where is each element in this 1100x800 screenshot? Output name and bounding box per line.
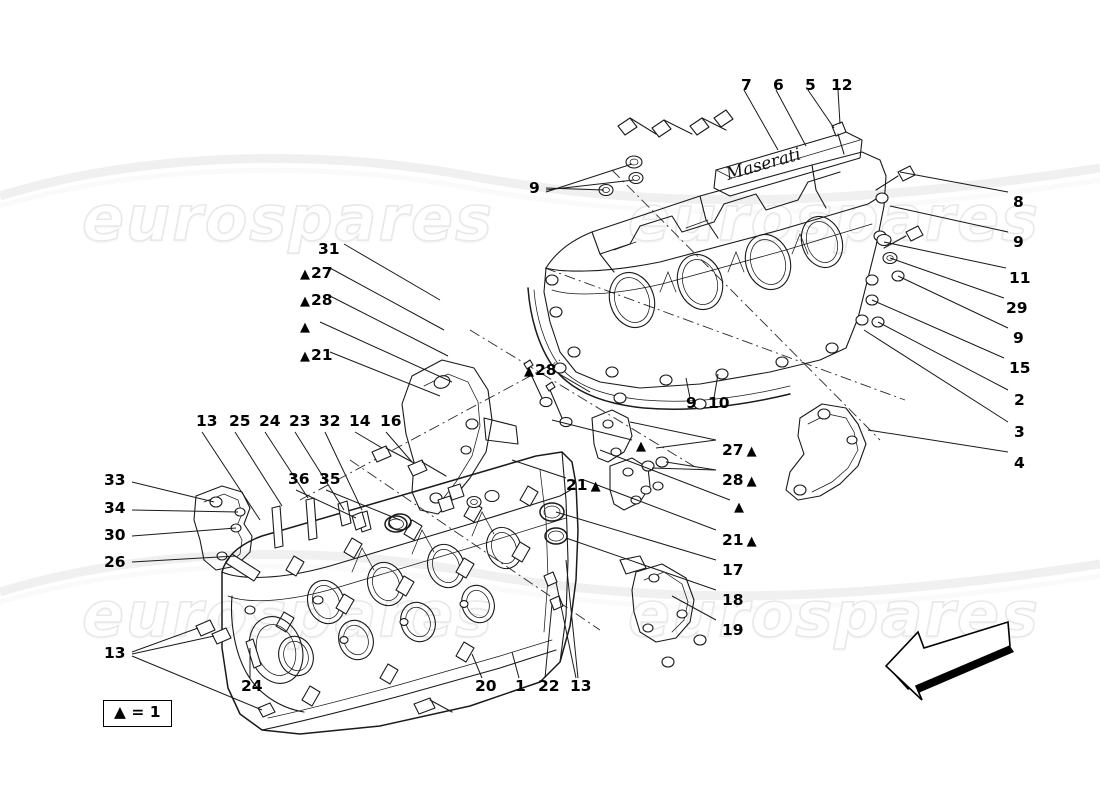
callout-9-c: 9 xyxy=(529,179,540,197)
callout-6: 6 xyxy=(773,76,784,94)
cover-bolt-bosses xyxy=(545,192,889,386)
callout-12: 12 xyxy=(831,76,853,94)
callout-29: 29 xyxy=(1006,299,1028,317)
callout-23: 23 xyxy=(289,412,311,430)
callout-24-a: 24 xyxy=(259,412,281,430)
callout-13-b: 13 xyxy=(104,644,126,662)
callout-9-b: 9 xyxy=(1013,329,1024,347)
camshaft-cover-assembly xyxy=(527,151,889,410)
callout-11: 11 xyxy=(1009,269,1031,287)
leader-lines xyxy=(131,89,1009,711)
callout-8: 8 xyxy=(1013,193,1024,211)
bolt xyxy=(875,165,924,282)
callout-1: 1 xyxy=(515,677,526,695)
callout-30: 30 xyxy=(104,526,126,544)
callout-36: 36 xyxy=(288,470,310,488)
valve-ports-lower xyxy=(278,584,495,677)
callout-20: 20 xyxy=(475,677,497,695)
callout-21-c: ▲21 xyxy=(300,346,333,364)
direction-arrow-group xyxy=(884,620,1014,701)
callout-33: 33 xyxy=(104,471,126,489)
callout-2: 2 xyxy=(1014,391,1025,409)
callout-28-c: ▲28 xyxy=(524,361,557,379)
camshaft-bearing-caps xyxy=(401,359,669,515)
legend-box: ▲ = 1 xyxy=(103,700,172,727)
callout-34: 34 xyxy=(104,499,126,517)
callout-7: 7 xyxy=(741,76,752,94)
callout-18: 18 xyxy=(722,591,744,609)
callout-16: 16 xyxy=(380,412,402,430)
callout-14: 14 xyxy=(349,412,371,430)
cylinder-head-body xyxy=(221,451,579,735)
callout-22: 22 xyxy=(538,677,560,695)
callout-15: 15 xyxy=(1009,359,1031,377)
bolt xyxy=(617,109,734,138)
centerlines xyxy=(299,169,906,631)
callout-32: 32 xyxy=(319,412,341,430)
callout-17: 17 xyxy=(722,561,744,579)
callout-10: 10 xyxy=(708,394,730,412)
callout-9-a: 9 xyxy=(1013,233,1024,251)
callout-21-b: 21▲ xyxy=(722,531,757,549)
cam-bore-ports xyxy=(608,215,844,329)
callout-26: 26 xyxy=(104,553,126,571)
callout-35: 35 xyxy=(319,470,341,488)
callout-4: 4 xyxy=(1014,454,1025,472)
head-studs xyxy=(275,485,539,707)
bolt xyxy=(371,445,447,477)
callout-24-b: 24 xyxy=(241,677,263,695)
callout-13-c: 13 xyxy=(570,677,592,695)
callout-28-b: 28▲ xyxy=(722,471,757,489)
callout-triangle-3: ▲ xyxy=(300,320,310,335)
callout-5: 5 xyxy=(805,76,816,94)
callout-28-a: ▲28 xyxy=(300,291,333,309)
callout-21-a: 21▲ xyxy=(566,476,601,494)
lower-support-bracket xyxy=(619,555,695,643)
callout-27-b: 27▲ xyxy=(722,441,757,459)
callout-triangle-2: ▲ xyxy=(636,439,646,454)
callout-19: 19 xyxy=(722,621,744,639)
callout-27-a: ▲27 xyxy=(300,264,333,282)
callout-3: 3 xyxy=(1014,423,1025,441)
callout-13-a: 13 xyxy=(196,412,218,430)
right-support-bracket xyxy=(785,403,867,501)
callout-triangle-1: ▲ xyxy=(734,500,744,515)
callout-31: 31 xyxy=(318,240,340,258)
callout-9-d: 9 xyxy=(686,394,697,412)
left-mount-bracket xyxy=(193,485,261,582)
callout-25: 25 xyxy=(229,412,251,430)
